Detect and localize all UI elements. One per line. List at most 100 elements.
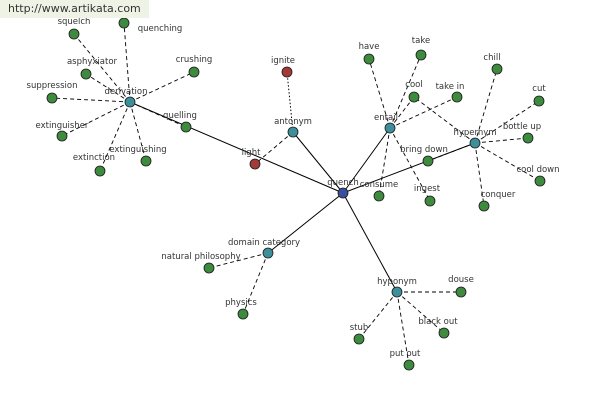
node-dot-hyponym[interactable] — [391, 286, 403, 298]
node-ingest[interactable]: ingest — [414, 184, 441, 207]
node-squelch[interactable]: squelch — [58, 17, 91, 40]
node-label-quelling[interactable]: quelling — [163, 111, 197, 121]
node-dot-domain-category[interactable] — [262, 247, 274, 259]
node-label-bottle-up[interactable]: bottle up — [503, 122, 541, 132]
node-dot-put-out[interactable] — [403, 359, 415, 371]
node-dot-derivation[interactable] — [124, 96, 136, 108]
node-take[interactable]: take — [412, 36, 430, 61]
node-label-hypernym[interactable]: hypernym — [453, 128, 496, 138]
node-label-ingest[interactable]: ingest — [414, 184, 441, 194]
node-dot-chill[interactable] — [491, 63, 503, 75]
node-dot-hypernym[interactable] — [469, 137, 481, 149]
node-label-extinguishing[interactable]: extinguishing — [109, 145, 166, 155]
node-conquer[interactable]: conquer — [478, 190, 516, 212]
node-cool-down[interactable]: cool down — [516, 165, 560, 187]
node-asphyxiator[interactable]: asphyxiator — [67, 57, 118, 80]
node-dot-bottle-up[interactable] — [522, 132, 534, 144]
node-hyponym[interactable]: hyponym — [377, 277, 417, 298]
node-label-ignite[interactable]: ignite — [271, 56, 295, 66]
node-label-derivation[interactable]: derivation — [104, 87, 147, 97]
node-extinguishing[interactable]: extinguishing — [109, 145, 167, 167]
node-label-light[interactable]: light — [242, 148, 262, 158]
node-dot-cut[interactable] — [533, 95, 545, 107]
node-dot-consume[interactable] — [373, 190, 385, 202]
node-label-suppression[interactable]: suppression — [27, 81, 78, 91]
node-have[interactable]: have — [359, 42, 380, 65]
node-dot-quench[interactable] — [337, 187, 349, 199]
node-dot-extinguishing[interactable] — [140, 155, 152, 167]
node-dot-physics[interactable] — [237, 308, 249, 320]
node-suppression[interactable]: suppression — [27, 81, 78, 104]
node-label-have[interactable]: have — [359, 42, 380, 52]
node-label-crushing[interactable]: crushing — [176, 55, 213, 65]
node-dot-bring-down[interactable] — [422, 155, 434, 167]
node-dot-light[interactable] — [249, 158, 261, 170]
node-label-natural-philosophy[interactable]: natural philosophy — [161, 252, 240, 262]
node-label-conquer[interactable]: conquer — [481, 190, 516, 200]
node-extinction[interactable]: extinction — [73, 153, 115, 177]
node-label-extinction[interactable]: extinction — [73, 153, 115, 163]
node-label-chill[interactable]: chill — [483, 53, 500, 63]
node-dot-quenching[interactable] — [118, 17, 130, 29]
node-derivation[interactable]: derivation — [104, 87, 148, 108]
node-douse[interactable]: douse — [448, 275, 474, 298]
node-quench[interactable]: quench — [327, 178, 359, 199]
node-label-douse[interactable]: douse — [448, 275, 474, 285]
node-bottle-up[interactable]: bottle up — [503, 122, 541, 144]
node-label-take-in[interactable]: take in — [436, 82, 465, 92]
node-hypernym[interactable]: hypernym — [453, 128, 497, 149]
node-label-antonym[interactable]: antonym — [274, 117, 312, 127]
node-dot-black-out[interactable] — [438, 327, 450, 339]
node-label-cool[interactable]: cool — [405, 80, 422, 90]
node-dot-extinction[interactable] — [94, 165, 106, 177]
node-label-cut[interactable]: cut — [532, 84, 546, 94]
node-dot-quelling[interactable] — [180, 121, 192, 133]
node-quelling[interactable]: quelling — [163, 111, 197, 133]
node-antonym[interactable]: antonym — [274, 117, 312, 138]
node-dot-have[interactable] — [363, 53, 375, 65]
node-dot-cool[interactable] — [408, 91, 420, 103]
node-dot-entail[interactable] — [384, 122, 396, 134]
node-label-extinguisher[interactable]: extinguisher — [36, 121, 89, 131]
node-dot-squelch[interactable] — [68, 28, 80, 40]
node-put-out[interactable]: put out — [390, 349, 421, 371]
node-label-hyponym[interactable]: hyponym — [377, 277, 417, 287]
node-chill[interactable]: chill — [483, 53, 503, 75]
node-dot-antonym[interactable] — [287, 126, 299, 138]
node-dot-ingest[interactable] — [424, 195, 436, 207]
node-dot-natural-philosophy[interactable] — [203, 262, 215, 274]
node-dot-conquer[interactable] — [478, 200, 490, 212]
node-dot-take[interactable] — [415, 49, 427, 61]
node-cut[interactable]: cut — [532, 84, 546, 107]
node-dot-take-in[interactable] — [451, 91, 463, 103]
node-entail[interactable]: entail — [374, 113, 398, 134]
node-quenching[interactable]: quenching — [118, 17, 183, 34]
node-bring-down[interactable]: bring down — [400, 145, 448, 167]
node-dot-suppression[interactable] — [46, 92, 58, 104]
node-label-domain-category[interactable]: domain category — [228, 238, 300, 248]
node-label-put-out[interactable]: put out — [390, 349, 421, 359]
node-dot-cool-down[interactable] — [534, 175, 546, 187]
node-dot-ignite[interactable] — [281, 66, 293, 78]
node-consume[interactable]: consume — [360, 180, 399, 202]
node-label-stub[interactable]: stub — [350, 323, 369, 333]
node-dot-stub[interactable] — [353, 333, 365, 345]
node-label-squelch[interactable]: squelch — [58, 17, 91, 27]
node-label-consume[interactable]: consume — [360, 180, 399, 190]
node-crushing[interactable]: crushing — [176, 55, 213, 78]
node-label-quenching[interactable]: quenching — [138, 24, 183, 34]
node-label-cool-down[interactable]: cool down — [516, 165, 559, 175]
node-label-black-out[interactable]: black out — [418, 317, 458, 327]
node-physics[interactable]: physics — [225, 298, 257, 320]
node-extinguisher[interactable]: extinguisher — [36, 121, 89, 142]
node-label-physics[interactable]: physics — [225, 298, 257, 308]
node-natural-philosophy[interactable]: natural philosophy — [161, 252, 241, 274]
node-take-in[interactable]: take in — [436, 82, 465, 103]
node-label-take[interactable]: take — [412, 36, 430, 46]
node-dot-crushing[interactable] — [188, 66, 200, 78]
node-label-entail[interactable]: entail — [374, 113, 398, 123]
node-dot-douse[interactable] — [455, 286, 467, 298]
node-stub[interactable]: stub — [350, 323, 369, 345]
source-url-banner[interactable]: http://www.artikata.com — [0, 0, 149, 18]
node-light[interactable]: light — [242, 148, 262, 170]
